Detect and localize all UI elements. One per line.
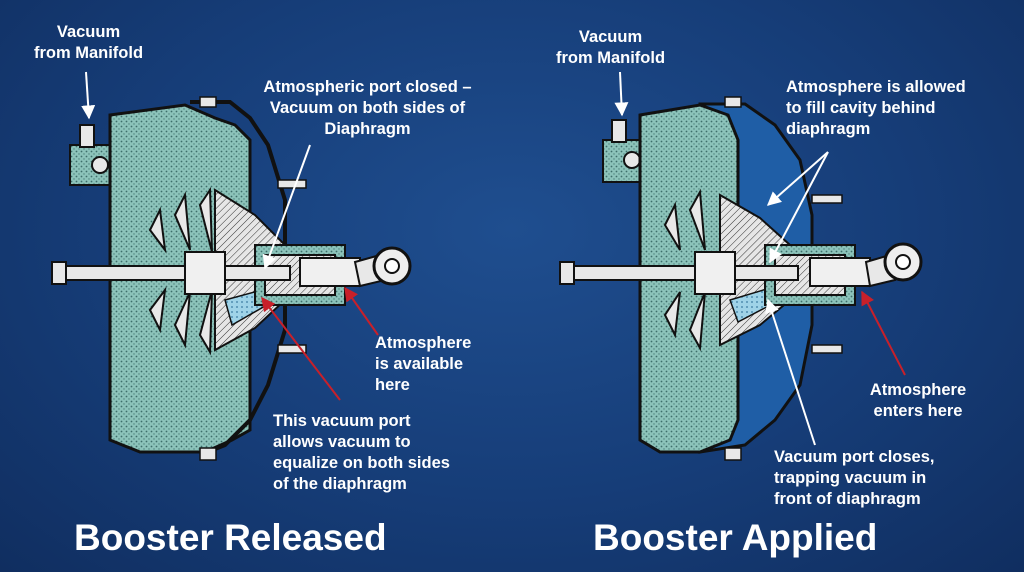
label-vacuum-port-equalize: This vacuum port allows vacuum to equali… — [273, 412, 450, 493]
booster-applied-drawing — [559, 96, 923, 461]
pushrod — [559, 242, 923, 295]
diaphragm-plate — [663, 188, 706, 352]
label-vacuum-port-closes: Vacuum port closes, trapping vacuum in f… — [774, 448, 935, 508]
pushrod — [51, 246, 412, 295]
arrow-vac-port-left — [261, 296, 341, 401]
title-booster-released: Booster Released — [74, 517, 387, 558]
label-vacuum-from-manifold-left: Vacuum from Manifold — [33, 23, 144, 62]
arrow-vacuum-right — [614, 71, 629, 117]
label-atmosphere-enters: Atmosphere enters here — [869, 381, 967, 420]
arrow-atm-fill-right-b — [769, 151, 829, 264]
arrow-vacuum-left — [81, 71, 96, 120]
arrow-atm-available-left — [344, 286, 379, 336]
arrow-atm-fill-right-a — [766, 151, 829, 206]
arrow-atm-port-left — [262, 144, 311, 270]
diaphragm-plate — [148, 186, 213, 356]
label-vacuum-from-manifold-right: Vacuum from Manifold — [555, 28, 666, 67]
arrow-atm-enters-right — [861, 290, 906, 376]
label-atmosphere-fill-cavity: Atmosphere is allowed to fill cavity beh… — [786, 78, 966, 138]
booster-released-drawing — [51, 96, 412, 461]
arrow-vac-closes-right — [765, 298, 816, 446]
mounting-studs — [724, 96, 843, 461]
label-atmosphere-available: Atmosphere is available here — [375, 334, 472, 394]
title-booster-applied: Booster Applied — [593, 517, 878, 558]
label-atmospheric-port-closed: Atmospheric port closed – Vacuum on both… — [263, 78, 472, 138]
callout-arrows — [81, 71, 906, 446]
mounting-studs — [199, 96, 307, 461]
